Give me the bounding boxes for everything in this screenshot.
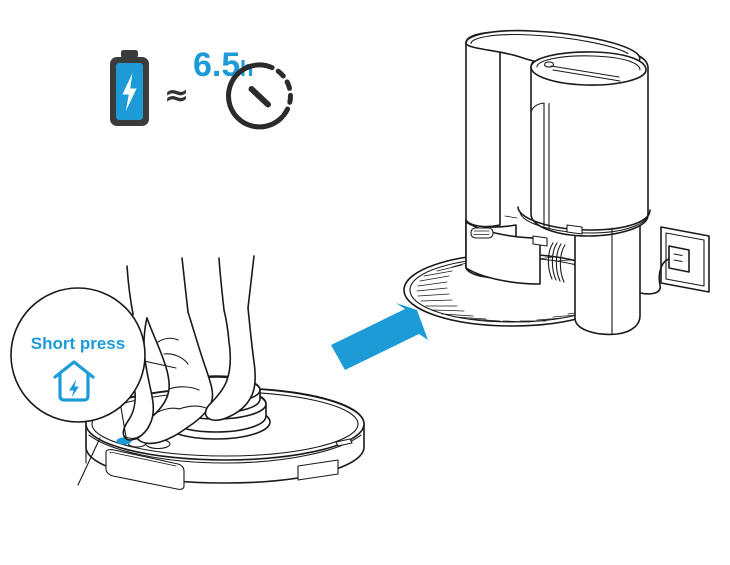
- callout: Short press: [10, 287, 146, 423]
- approx-symbol: ≈: [164, 78, 189, 113]
- wall-outlet: [639, 226, 710, 295]
- arrow-to-dock-icon[interactable]: [331, 303, 428, 370]
- power-plug: [668, 245, 690, 273]
- battery-charging-icon: [110, 50, 149, 126]
- dock-cable-bundle: [547, 242, 566, 283]
- auto-empty-dock-station: [403, 29, 651, 336]
- callout-label: Short press: [31, 334, 125, 353]
- charge-time-label: 6.5 h: [193, 46, 253, 84]
- clock-icon: [225, 62, 293, 130]
- home-charge-icon: [53, 360, 95, 402]
